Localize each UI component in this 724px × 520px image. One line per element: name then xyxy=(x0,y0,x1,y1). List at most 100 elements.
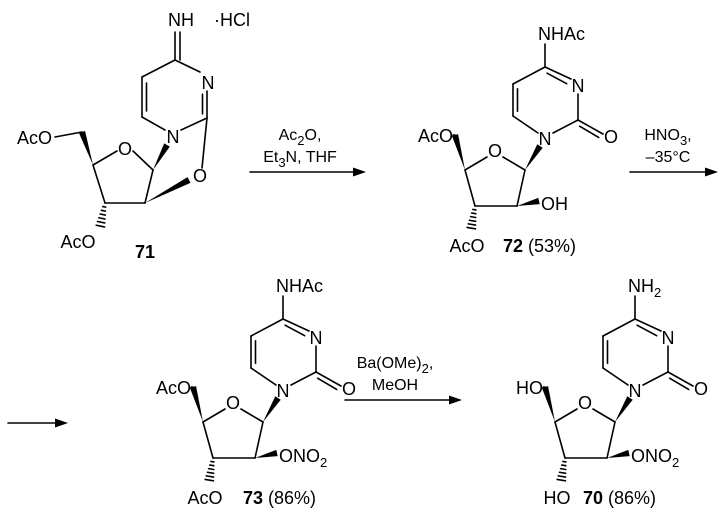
c4-c5-ring-bond xyxy=(512,66,546,85)
reagent-line: Ac2O, xyxy=(279,127,322,148)
salt-label: ·HCl xyxy=(214,10,250,30)
text-segment: AcO xyxy=(60,232,95,252)
hash-line xyxy=(205,475,215,478)
c4-c5-wedge-bond xyxy=(541,386,555,422)
c4-o-bond xyxy=(554,408,578,423)
c2-substituent-wedge-bond xyxy=(607,449,630,458)
c2-substituent-label: ONO2 xyxy=(279,446,327,470)
c3-c4-bond xyxy=(202,421,214,459)
compound-number: 73 xyxy=(243,488,263,508)
c3-substituent-label: AcO xyxy=(187,488,222,508)
n3-label: N xyxy=(662,328,675,348)
c2-substituent-label: ONO2 xyxy=(631,446,679,470)
glycosidic-wedge-bond xyxy=(153,143,170,170)
c3-c4-bond xyxy=(92,164,106,204)
c5-substituent-label: AcO xyxy=(418,126,453,146)
compound-yield: (86%) xyxy=(608,488,656,508)
c3-substituent-label: AcO xyxy=(449,236,484,256)
hash-line xyxy=(208,464,215,467)
c3-hashed-bond xyxy=(466,208,477,230)
text-segment: Ba(OMe) xyxy=(357,355,422,372)
compound-label: 73(86%) xyxy=(243,488,316,508)
hash-line xyxy=(98,216,106,220)
c5-substituent-label: AcO xyxy=(17,128,52,148)
text-segment: 3 xyxy=(680,133,687,148)
c4-c5-ring-bond xyxy=(602,318,636,337)
text-segment: OH xyxy=(541,194,568,214)
text-segment: AcO xyxy=(187,488,222,508)
c1-c2-bond xyxy=(254,421,264,459)
n1-c2-bond xyxy=(552,119,579,134)
c4-c5-ring-bond xyxy=(141,59,176,78)
bridge-oxygen-label: O xyxy=(193,166,207,186)
c4-c5-wedge-bond xyxy=(451,134,465,170)
text-segment: 2 xyxy=(654,285,661,300)
glycosidic-wedge-bond xyxy=(263,396,281,422)
text-segment: AcO xyxy=(17,128,52,148)
reaction-arrow-1-head xyxy=(353,167,366,177)
ring-oxygen-label: O xyxy=(488,141,502,161)
text-segment: 3 xyxy=(278,155,285,170)
compound-label: 72(53%) xyxy=(503,236,576,256)
o-c1-bond xyxy=(592,408,616,423)
n1-c2-bond xyxy=(180,117,208,131)
n3-c4-bond xyxy=(282,318,310,332)
compound-label: 71 xyxy=(135,242,155,262)
text-segment: 2 xyxy=(297,133,304,148)
c3-hashed-bond xyxy=(556,460,567,482)
c2-o-bond xyxy=(315,371,342,387)
hash-line xyxy=(204,478,215,482)
hash-line xyxy=(560,464,567,467)
c5-bond xyxy=(54,131,83,138)
hash-line xyxy=(96,220,106,224)
carbonyl-oxygen-label: O xyxy=(604,127,618,147)
hash-line xyxy=(557,475,567,478)
c4-substituent-label: NHAc xyxy=(276,276,323,296)
text-segment: O, xyxy=(305,127,322,144)
hash-line xyxy=(556,478,567,482)
text-segment: –35°C xyxy=(646,149,691,166)
text-segment: AcO xyxy=(449,236,484,256)
n3-label: N xyxy=(310,328,323,348)
n3-c4-bond xyxy=(174,59,201,73)
text-segment: MeOH xyxy=(372,377,418,394)
glycosidic-wedge-bond xyxy=(615,396,633,422)
n1-c2-bond xyxy=(290,371,317,386)
o-c1-bond xyxy=(132,150,154,171)
c3-substituent-label: HO xyxy=(544,488,571,508)
c2-substituent-wedge-bond xyxy=(255,449,278,458)
reagent-line: HNO3, xyxy=(644,127,691,148)
c3-c4-bond xyxy=(554,421,566,459)
n3-c4-double-line xyxy=(284,324,306,337)
c1-c2-bond xyxy=(606,421,616,459)
c2-o-bond xyxy=(667,371,694,387)
compound-number: 71 xyxy=(135,242,155,262)
c4-o-bond xyxy=(464,156,488,171)
hash-line xyxy=(472,208,477,211)
ring-oxygen-label: O xyxy=(118,139,132,159)
text-segment: HNO xyxy=(644,127,680,144)
text-segment: ·HCl xyxy=(214,10,250,30)
reaction-arrow-3-head xyxy=(449,395,462,405)
hash-line xyxy=(469,215,477,219)
n1-label: N xyxy=(277,381,290,401)
n3-c4-bond xyxy=(634,318,662,332)
n1-label: N xyxy=(539,129,552,149)
c4-substituent-label: NHAc xyxy=(538,24,585,44)
n3-label: N xyxy=(572,76,585,96)
n1-c2-bond xyxy=(642,371,669,386)
c4-substituent-label: NH xyxy=(168,10,194,30)
o-c1-bond xyxy=(502,156,526,171)
c4-substituent-label: NH2 xyxy=(628,276,661,300)
text-segment: 2 xyxy=(422,361,429,376)
ring-oxygen-label: O xyxy=(226,393,240,413)
c6-n1-bond xyxy=(512,115,539,134)
text-segment: NHAc xyxy=(538,24,585,44)
c5-substituent-label: AcO xyxy=(156,378,191,398)
c3-substituent-label: AcO xyxy=(60,232,95,252)
hash-line xyxy=(558,471,567,475)
text-segment: NHAc xyxy=(276,276,323,296)
n3-c4-double-line xyxy=(546,72,568,85)
text-segment: NH xyxy=(628,276,654,296)
